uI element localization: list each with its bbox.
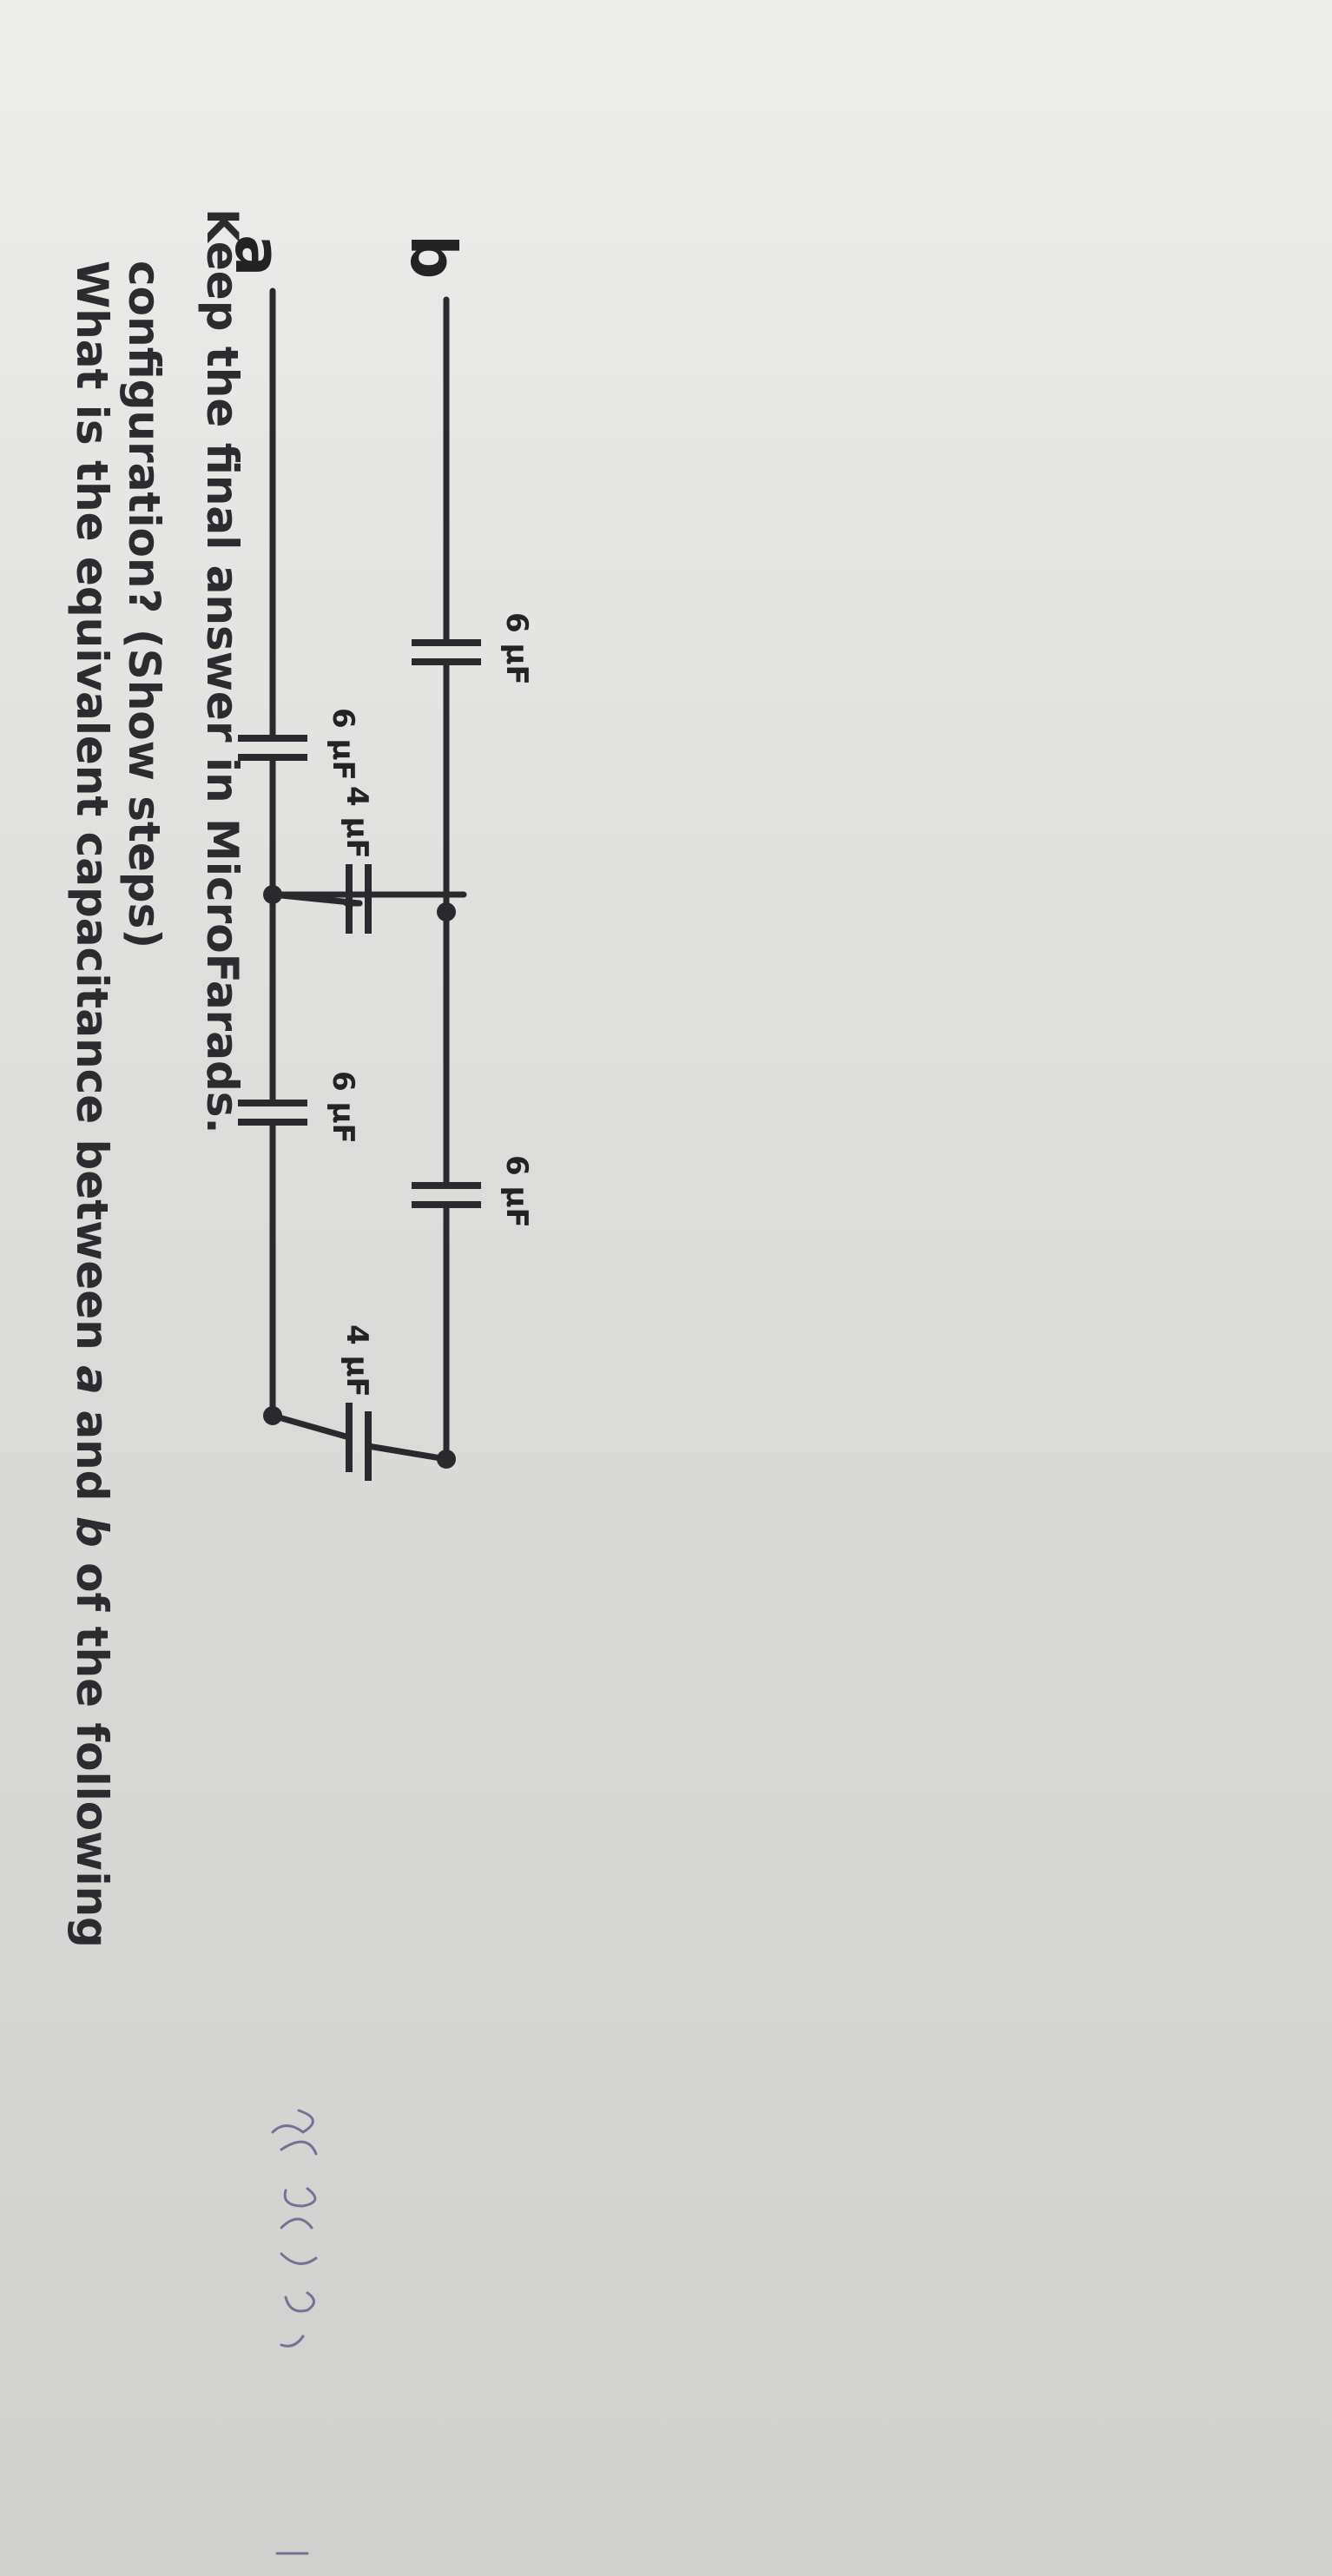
terminal-b-label: b [397,234,470,280]
capacitor-c5 [346,1403,372,1481]
wire-c5-upper [269,1412,353,1441]
capacitor-c1-label: 6 µF [326,708,360,781]
question-line-1-prefix: What is the equivalent capacitance betwe… [67,261,117,1365]
variable-b: b [67,1516,117,1548]
pencil-scribble [271,2109,318,2555]
variable-a: a [67,1365,117,1395]
question-line-1-suffix: of the following [67,1548,117,1948]
rotated-page: What is the equivalent capacitance betwe… [67,208,534,2555]
question-line-1: What is the equivalent capacitance betwe… [67,261,117,1948]
wire-c5-lower [365,1443,450,1463]
capacitor-c4-label: 6 µF [499,612,534,685]
capacitor-c2 [346,864,372,934]
branch-c2: 4 µF [269,786,467,934]
question-line-1-mid: and [67,1395,117,1516]
question-line-2: configuration? (Show steps) [119,261,169,948]
capacitor-c2-label: 4 µF [340,786,374,859]
capacitor-c5-label: 4 µF [340,1324,374,1397]
capacitor-c6-label: 6 µF [499,1155,534,1228]
capacitor-c3-label: 6 µF [326,1071,360,1144]
question-line-3: Keep the final answer in MicroFarads. [197,208,247,1134]
terminal-a-label: a [221,234,294,277]
branch-c5: 4 µF [269,1324,450,1481]
top-rail: 6 µF 6 µF [238,287,360,1425]
bottom-rail: 6 µF 6 µF [412,296,534,1469]
